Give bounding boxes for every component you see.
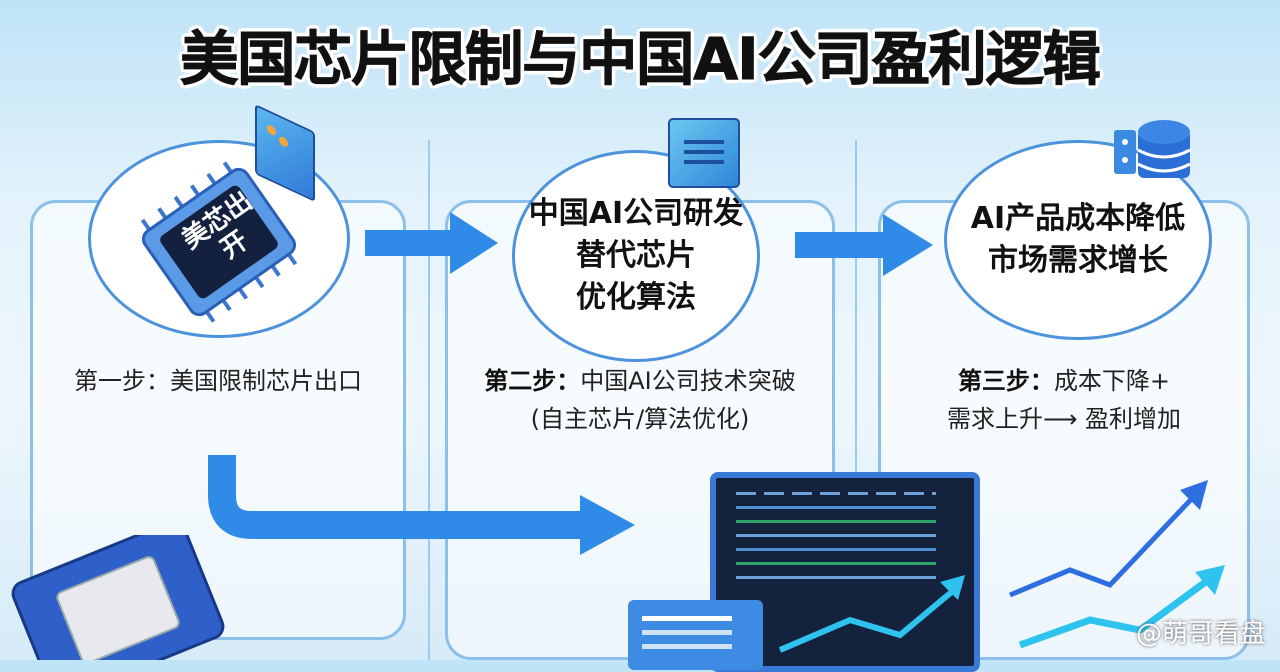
- bubble-line: 中国AI公司研发: [528, 196, 744, 231]
- bubble-line: 替代芯片: [575, 238, 696, 273]
- chip-icon: [140, 161, 298, 323]
- step-2-text: 第二步：中国AI公司技术突破 (自主芯片/算法优化): [445, 362, 835, 438]
- step-label: 第一步：: [74, 367, 170, 395]
- window-card-icon: [628, 600, 763, 670]
- bubble-line: 市场需求增长: [987, 243, 1168, 278]
- step-1-bubble: 美芯出开: [88, 140, 350, 338]
- chip-illustration-icon: [11, 535, 225, 660]
- step-desc: 美国限制芯片出口: [170, 367, 362, 395]
- step-3-text: 第三步：成本下降+ 需求上升⟶ 盈利增加: [878, 362, 1250, 438]
- curved-arrow-icon: [208, 455, 635, 555]
- arrow-right-icon: [365, 212, 498, 274]
- step-desc-2: 需求上升⟶ 盈利增加: [946, 405, 1182, 433]
- step-desc: 中国AI公司技术突破: [580, 367, 796, 395]
- divider: [428, 140, 430, 660]
- step-1-text: 第一步：美国限制芯片出口: [30, 362, 406, 400]
- document-stack-icon: [668, 118, 740, 188]
- step-3-bubble: AI产品成本降低市场需求增长: [944, 140, 1212, 340]
- database-icon: [1114, 120, 1191, 178]
- divider: [855, 140, 857, 660]
- watermark: @萌哥看盘: [1135, 619, 1266, 649]
- arrow-right-icon: [795, 214, 933, 276]
- bubble-line: AI产品成本降低: [970, 201, 1186, 236]
- step-label: 第二步：: [484, 367, 581, 395]
- page-title: 美国芯片限制与中国AI公司盈利逻辑: [180, 25, 1101, 94]
- step-desc-2: (自主芯片/算法优化): [530, 405, 750, 433]
- growth-trend-icon: [778, 480, 1225, 653]
- step-label: 第三步：: [957, 367, 1054, 395]
- bubble-line: 优化算法: [575, 280, 696, 315]
- step-desc: 成本下降+: [1053, 367, 1171, 395]
